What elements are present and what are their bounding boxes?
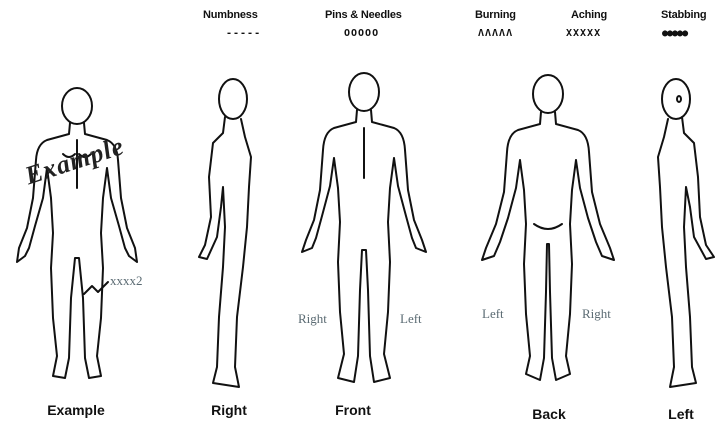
figure-label-back: Back (532, 406, 565, 422)
legend-numbness-label: Numbness (203, 9, 258, 21)
body-outline-front (290, 72, 438, 400)
legend-burning-label: Burning (475, 9, 516, 21)
figure-label-example: Example (47, 402, 105, 418)
legend-numbness-symbol: ----- (226, 28, 261, 39)
legend-burning-symbol: ΛΛΛΛΛ (478, 28, 513, 39)
back-side-label-right: Right (582, 306, 611, 322)
figure-label-front: Front (335, 402, 371, 418)
body-outline-left (640, 77, 718, 395)
front-side-label-left: Left (400, 311, 422, 327)
legend-stabbing-label: Stabbing (661, 9, 706, 21)
legend-stabbing-symbol: ●●●●● (662, 28, 687, 39)
legend-aching-label: Aching (571, 9, 607, 21)
back-side-label-left: Left (482, 306, 504, 322)
example-mark-icon (82, 278, 112, 298)
body-outline-example (7, 88, 147, 396)
legend-pins-needles-label: Pins & Needles (325, 9, 402, 21)
body-outline-right (195, 77, 265, 395)
example-note: xxxx2 (110, 273, 143, 289)
body-outline-back (474, 74, 620, 400)
legend-aching-symbol: XXXXX (566, 28, 601, 39)
legend-pins-needles-symbol: OOOOO (344, 28, 379, 39)
front-side-label-right: Right (298, 311, 327, 327)
figure-label-left: Left (668, 406, 694, 422)
figure-label-right: Right (211, 402, 247, 418)
